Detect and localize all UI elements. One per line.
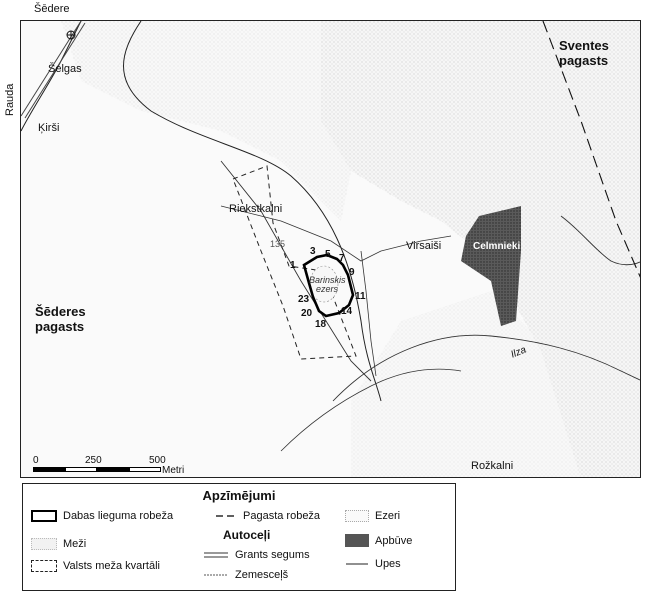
scale-segment-2 (65, 467, 97, 472)
reserve-boundary (302, 253, 355, 318)
legend-item-gravel: Grants segums (203, 549, 310, 561)
label-riekstkalni: Riekstkalni (229, 203, 283, 215)
road-earth-forest (220, 160, 372, 382)
label-selgas: Šelgas (48, 63, 82, 75)
boundary-point-23: 23 (298, 294, 310, 305)
parish-boundary (542, 21, 640, 278)
legend-item-rivers: Upes (345, 558, 401, 570)
builtup-celmnieki (461, 206, 521, 326)
earth-road-swatch (204, 574, 228, 576)
forest-swatch (31, 538, 57, 550)
legend-label-reserve-boundary: Dabas lieguma robeža (63, 510, 174, 522)
boundary-point-1: 1 (290, 260, 296, 271)
boundary-point-20: 20 (301, 308, 313, 319)
label-lake: Barinskis ezers (309, 275, 346, 294)
label-virsaisi: Virsaiši (406, 240, 442, 252)
legend-item-reserve-boundary: Dabas lieguma robeža (31, 510, 173, 522)
legend-roads-title: Autoceļi (223, 528, 271, 542)
legend-label-gravel: Grants segums (235, 549, 310, 561)
map-frame[interactable]: Šelgas Ķirši Sventes pagasts Riekstkalni… (20, 20, 641, 478)
gravel-road-swatch (204, 552, 228, 558)
boundary-point-9: 9 (349, 267, 355, 278)
forest-area-south (351, 291, 581, 477)
label-rozkalni: Rožkalni (471, 460, 514, 472)
legend-label-forest: Meži (63, 538, 87, 550)
road-earth-east (360, 250, 377, 377)
boundary-point-7: 7 (339, 253, 345, 264)
legend-item-forest-quarters: Valsts meža kvartāli (31, 560, 160, 572)
legend-item-lakes: Ezeri (345, 510, 400, 522)
scale-segment-4 (129, 467, 161, 472)
label-kirsi: Ķirši (38, 122, 60, 134)
road-earth-south (280, 368, 462, 452)
church-icon (66, 30, 76, 40)
label-sedere: Šēdere (34, 3, 70, 15)
legend: Apzīmējumi Dabas lieguma robeža Pagasta … (22, 483, 456, 591)
road-gravel-left-2 (24, 22, 86, 119)
legend-label-parish-boundary: Pagasta robeža (243, 510, 321, 522)
forest-quarters-swatch (31, 560, 57, 572)
parish-boundary-swatch (216, 515, 236, 517)
scale-segment-3 (97, 467, 129, 472)
river-ilza (332, 334, 640, 402)
label-sederes-pagasts: Šēderes pagasts (35, 304, 86, 334)
map-canvas (21, 21, 640, 477)
legend-label-builtup: Apbūve (375, 534, 413, 547)
legend-item-builtup: Apbūve (345, 534, 412, 547)
scale-tick-250: 250 (85, 455, 102, 466)
scale-unit: Metri (162, 465, 185, 476)
label-forest-quarter: 135 (270, 239, 286, 249)
boundary-point-5: 5 (325, 249, 331, 260)
river-main (123, 21, 382, 402)
river-east (560, 215, 640, 266)
forest-area-northwest (61, 21, 351, 221)
legend-label-lakes: Ezeri (375, 510, 401, 522)
scale-tick-500: 500 (149, 455, 166, 466)
label-celmnieki: Celmnieki (473, 241, 521, 252)
boundary-point-18: 18 (315, 319, 327, 330)
scale-segment-1 (33, 467, 65, 472)
legend-item-parish-boundary: Pagasta robeža (215, 510, 320, 522)
legend-item-forest: Meži (31, 538, 86, 550)
legend-label-earth-road: Zemesceļš (235, 569, 289, 581)
road-earth-north (220, 205, 452, 262)
boundary-point-3: 3 (310, 246, 316, 257)
legend-label-rivers: Upes (375, 558, 401, 570)
lake-barinskis (309, 265, 339, 303)
legend-title: Apzīmējumi (202, 488, 276, 503)
lakes-swatch (345, 510, 369, 522)
boundary-point-11: 11 (355, 291, 366, 302)
label-sventes-pagasts: Sventes pagasts (559, 38, 609, 68)
builtup-swatch (345, 534, 369, 547)
legend-label-forest-quarters: Valsts meža kvartāli (63, 560, 160, 572)
boundary-point-14: 14 (341, 306, 353, 317)
scale-tick-0: 0 (33, 455, 39, 466)
reserve-boundary-swatch (31, 510, 57, 522)
legend-item-earth-road: Zemesceļš (203, 569, 288, 581)
label-rauda: Rauda (4, 83, 16, 116)
rivers-swatch (346, 563, 368, 565)
